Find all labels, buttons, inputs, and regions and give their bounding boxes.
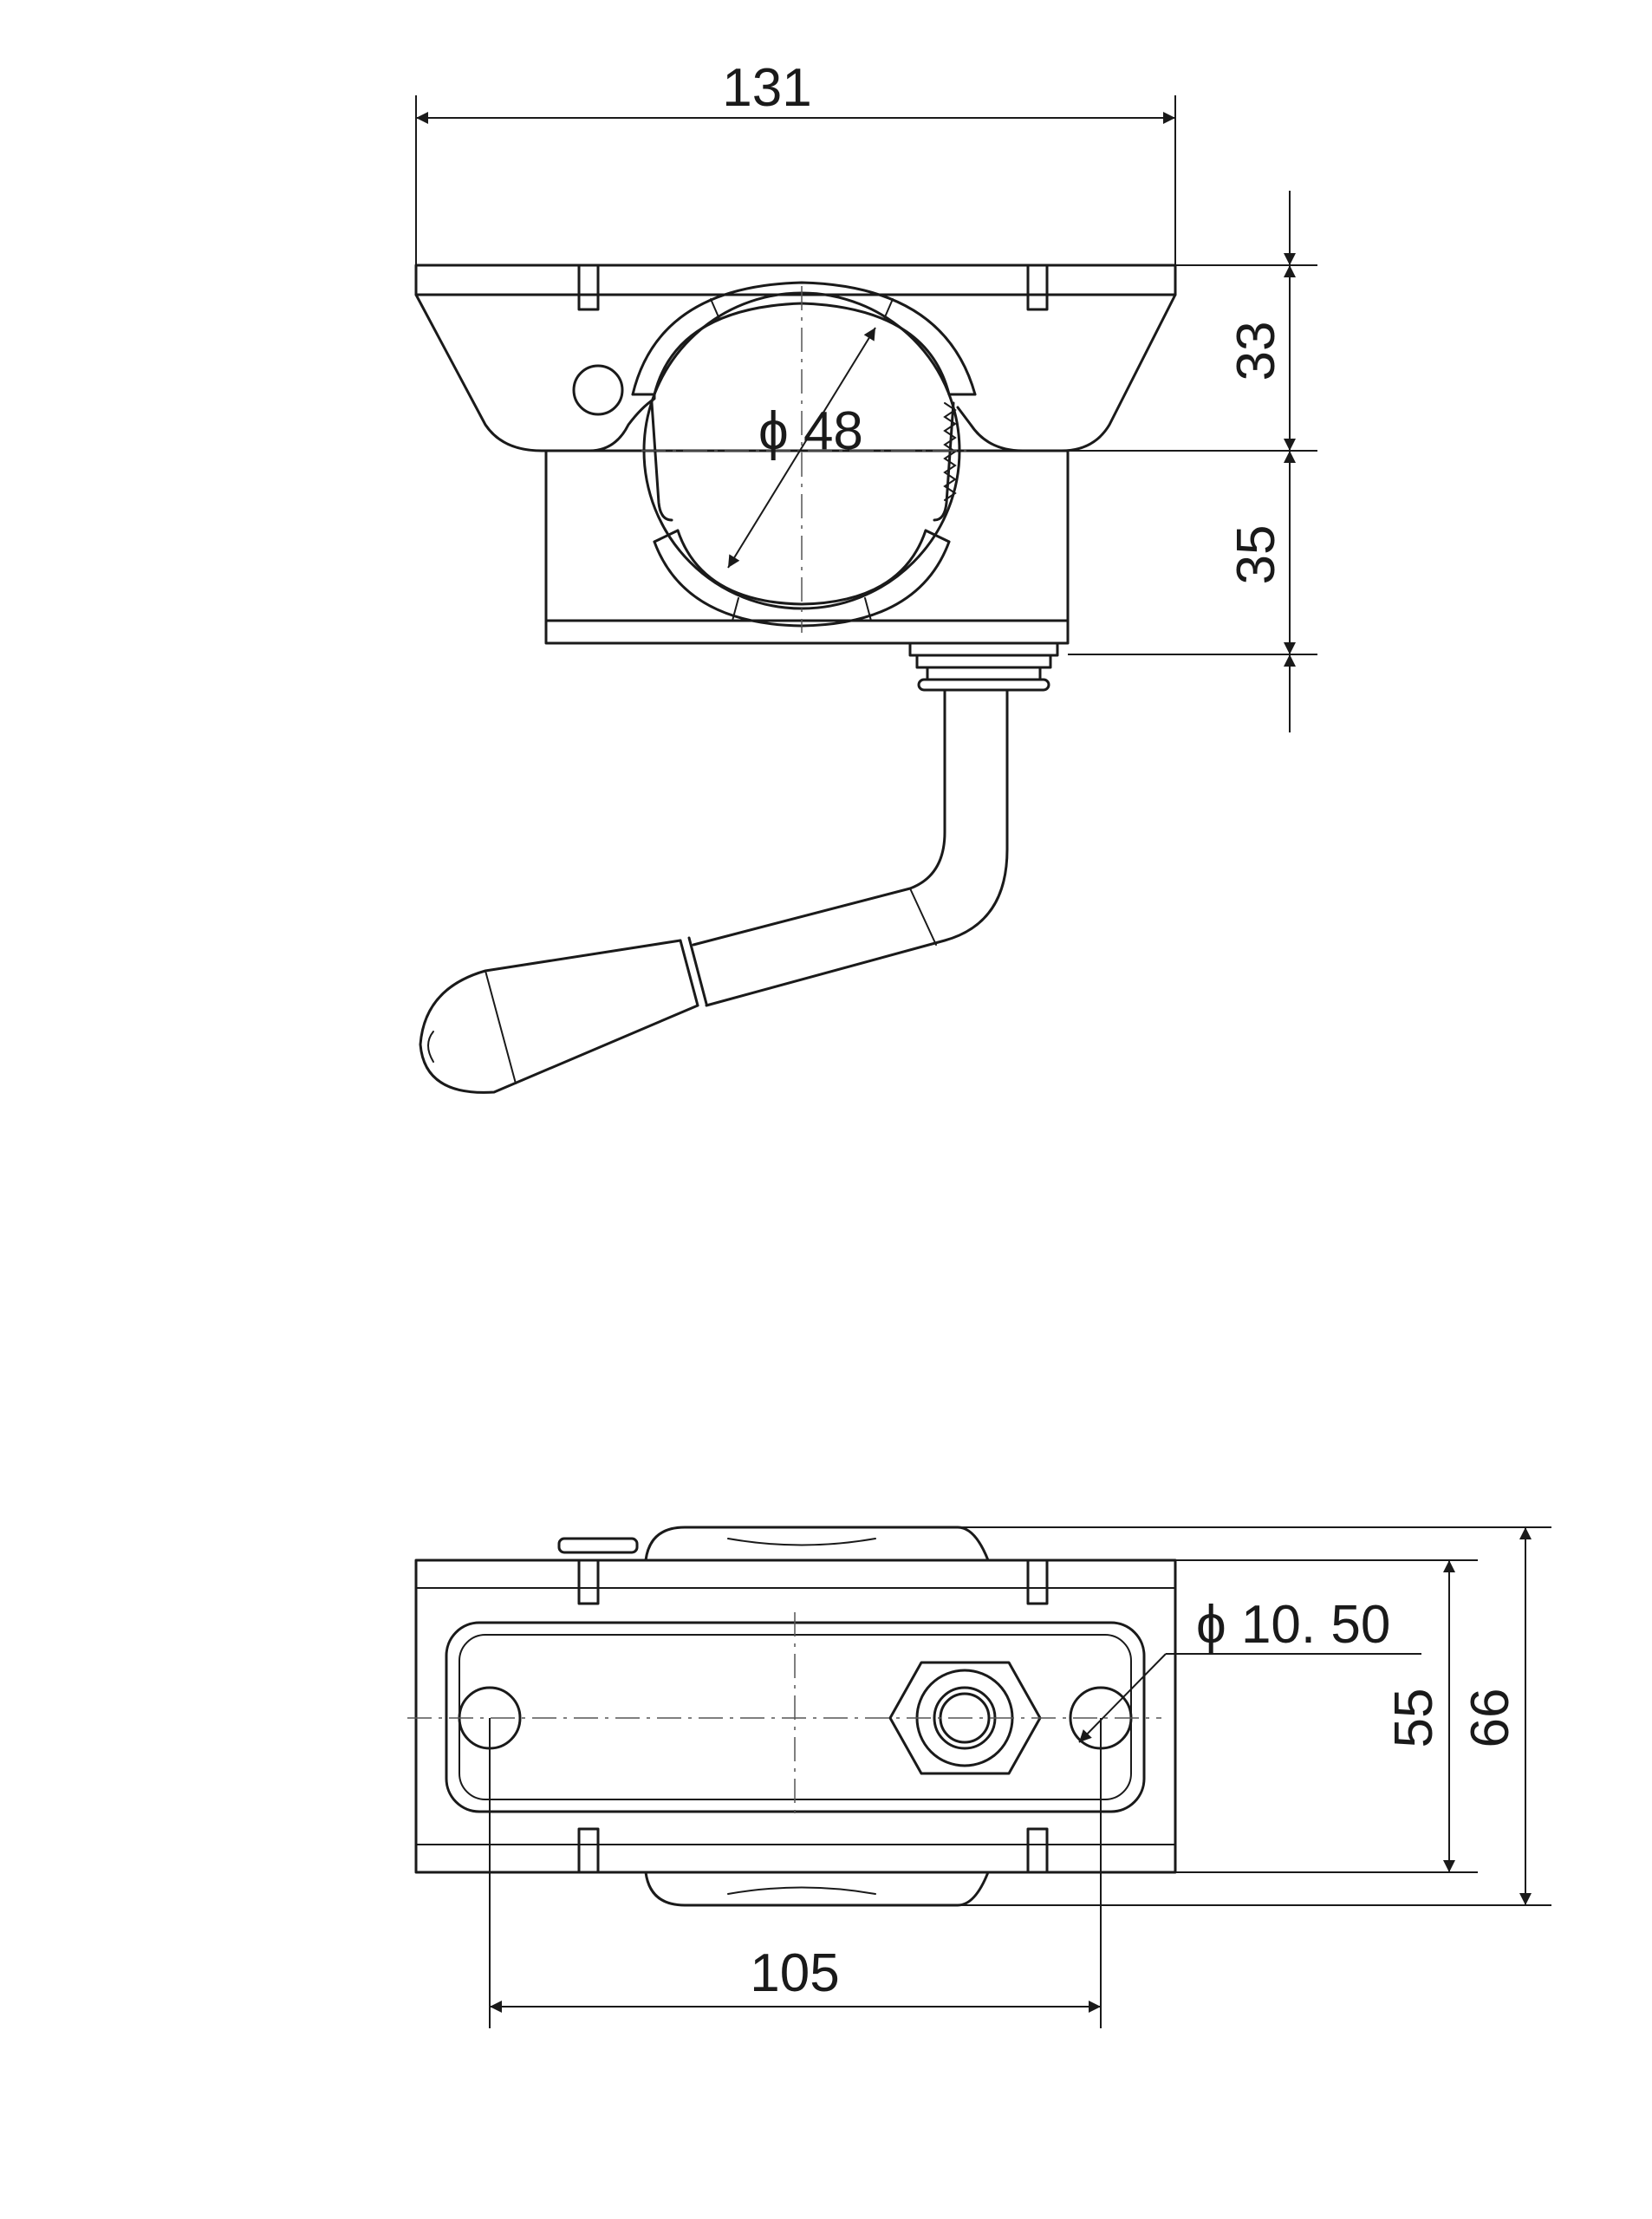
front-view: ϕ 48 131 33 35 [414,58,1317,1094]
plan-clamp-top [644,1526,990,1562]
handle-shaft-outer [705,688,1009,1007]
top-width-label: 131 [722,58,811,118]
spindle-washer [917,678,1050,692]
plan-view: ϕ 10. 50 55 66 105 [407,1526,1551,2028]
hole-spacing-label: 105 [750,1943,839,2003]
flank-bolt-hole [572,364,624,416]
lower-clamp-inner [676,529,927,606]
body-left-flank [414,293,656,452]
lower-block [544,449,1070,645]
hole-diameter-label: ϕ 10. 50 [1196,1595,1390,1655]
handle-shaft-inner [692,688,946,947]
mounting-plate [414,264,1177,296]
body-right-flank [956,293,1177,452]
plan-clamp-bottom [644,1871,990,1907]
hex-nut [888,1661,1042,1775]
inner-height-label: 55 [1384,1689,1444,1748]
plate-slot-right [1026,264,1049,311]
serrated-jaw [943,402,957,501]
top-lower-height-label: 35 [1226,525,1286,585]
plan-plate [414,1559,1177,1874]
top-upper-height-label: 33 [1226,322,1286,381]
handle-grip [419,939,699,1094]
plate-slot-left [577,264,600,311]
outer-height-label: 66 [1460,1689,1520,1748]
bore-diameter-label: ϕ 48 [758,401,863,461]
upper-clamp-outer [631,281,977,396]
